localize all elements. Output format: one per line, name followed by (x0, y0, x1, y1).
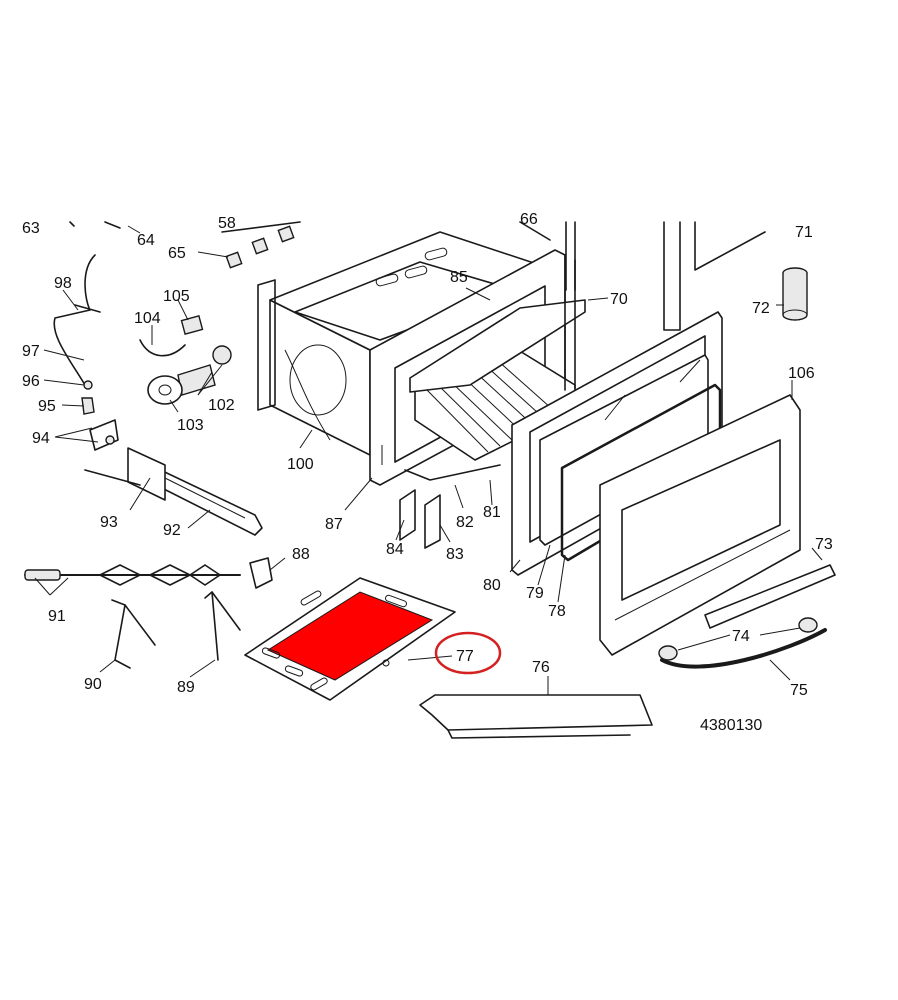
bottom-cover-part-76 (419, 694, 653, 739)
highlight-area (266, 591, 434, 681)
callout-64: 64 (137, 232, 155, 249)
callout-77: 77 (456, 648, 474, 665)
callout-84: 84 (386, 541, 404, 558)
callout-65: 65 (168, 245, 186, 262)
callout-58: 58 (218, 215, 236, 232)
callout-82: 82 (456, 514, 474, 531)
callout-71: 71 (795, 224, 813, 241)
callout-80: 80 (483, 577, 501, 594)
drip-tray-part-77 (244, 577, 456, 701)
callout-63: 63 (22, 220, 40, 237)
top-bracket-part-70 (409, 299, 586, 393)
callout-94: 94 (32, 430, 50, 447)
thermocouple-part-98 (53, 254, 101, 386)
hinge-part-83 (424, 494, 441, 549)
callout-87: 87 (325, 516, 343, 533)
knob-part-102 (177, 345, 232, 396)
callout-75: 75 (790, 682, 808, 699)
callout-83: 83 (446, 546, 464, 563)
callout-73: 73 (815, 536, 833, 553)
callout-103: 103 (177, 417, 204, 434)
callout-79: 79 (526, 585, 544, 602)
top-cut-parts (69, 221, 766, 331)
outer-door-part-106 (599, 394, 801, 656)
highlight-ring (434, 631, 502, 675)
support-part-89 (204, 591, 241, 661)
callout-78: 78 (548, 603, 566, 620)
callout-70: 70 (610, 291, 628, 308)
leader-lines (34, 225, 823, 695)
callout-98: 98 (54, 275, 72, 292)
callout-97: 97 (22, 343, 40, 360)
drawing-number: 4380130 (700, 717, 762, 734)
nut-part-95 (81, 397, 95, 415)
callout-91: 91 (48, 608, 66, 625)
callout-85: 85 (450, 269, 468, 286)
callout-66: 66 (520, 211, 538, 228)
wire-part-104 (139, 339, 186, 357)
rail-part-73 (704, 564, 836, 629)
callout-92: 92 (163, 522, 181, 539)
callout-89: 89 (177, 679, 195, 696)
callout-81: 81 (483, 504, 501, 521)
callout-96: 96 (22, 373, 40, 390)
callout-88: 88 (292, 546, 310, 563)
handle-part-75 (660, 628, 827, 669)
callout-74: 74 (732, 628, 750, 645)
ignition-part-105 (180, 315, 204, 335)
rotisserie-spit-part-91 (24, 564, 241, 586)
oven-cavity-part-100 (257, 231, 556, 456)
callout-72: 72 (752, 300, 770, 317)
knob-part-72 (782, 267, 808, 321)
callout-95: 95 (38, 398, 56, 415)
support-part-90 (111, 599, 156, 669)
callout-labels: 63 58 64 66 71 65 98 105 85 70 72 104 97… (22, 211, 833, 734)
callout-104: 104 (134, 310, 161, 327)
callout-93: 93 (100, 514, 118, 531)
hinge-part-84 (399, 489, 416, 541)
burner-bracket-part-93 (84, 447, 166, 501)
washer-part-103 (147, 375, 183, 405)
valve-part-94 (89, 419, 119, 451)
end-cap-part-74 (658, 617, 818, 661)
motor-part-88 (249, 557, 273, 589)
callout-106: 106 (788, 365, 815, 382)
callout-102: 102 (208, 397, 235, 414)
callout-100: 100 (287, 456, 314, 473)
callout-76: 76 (532, 659, 550, 676)
side-pillars (564, 254, 576, 391)
callout-105: 105 (163, 288, 190, 305)
callout-90: 90 (84, 676, 102, 693)
fitting-part-96 (83, 380, 93, 390)
